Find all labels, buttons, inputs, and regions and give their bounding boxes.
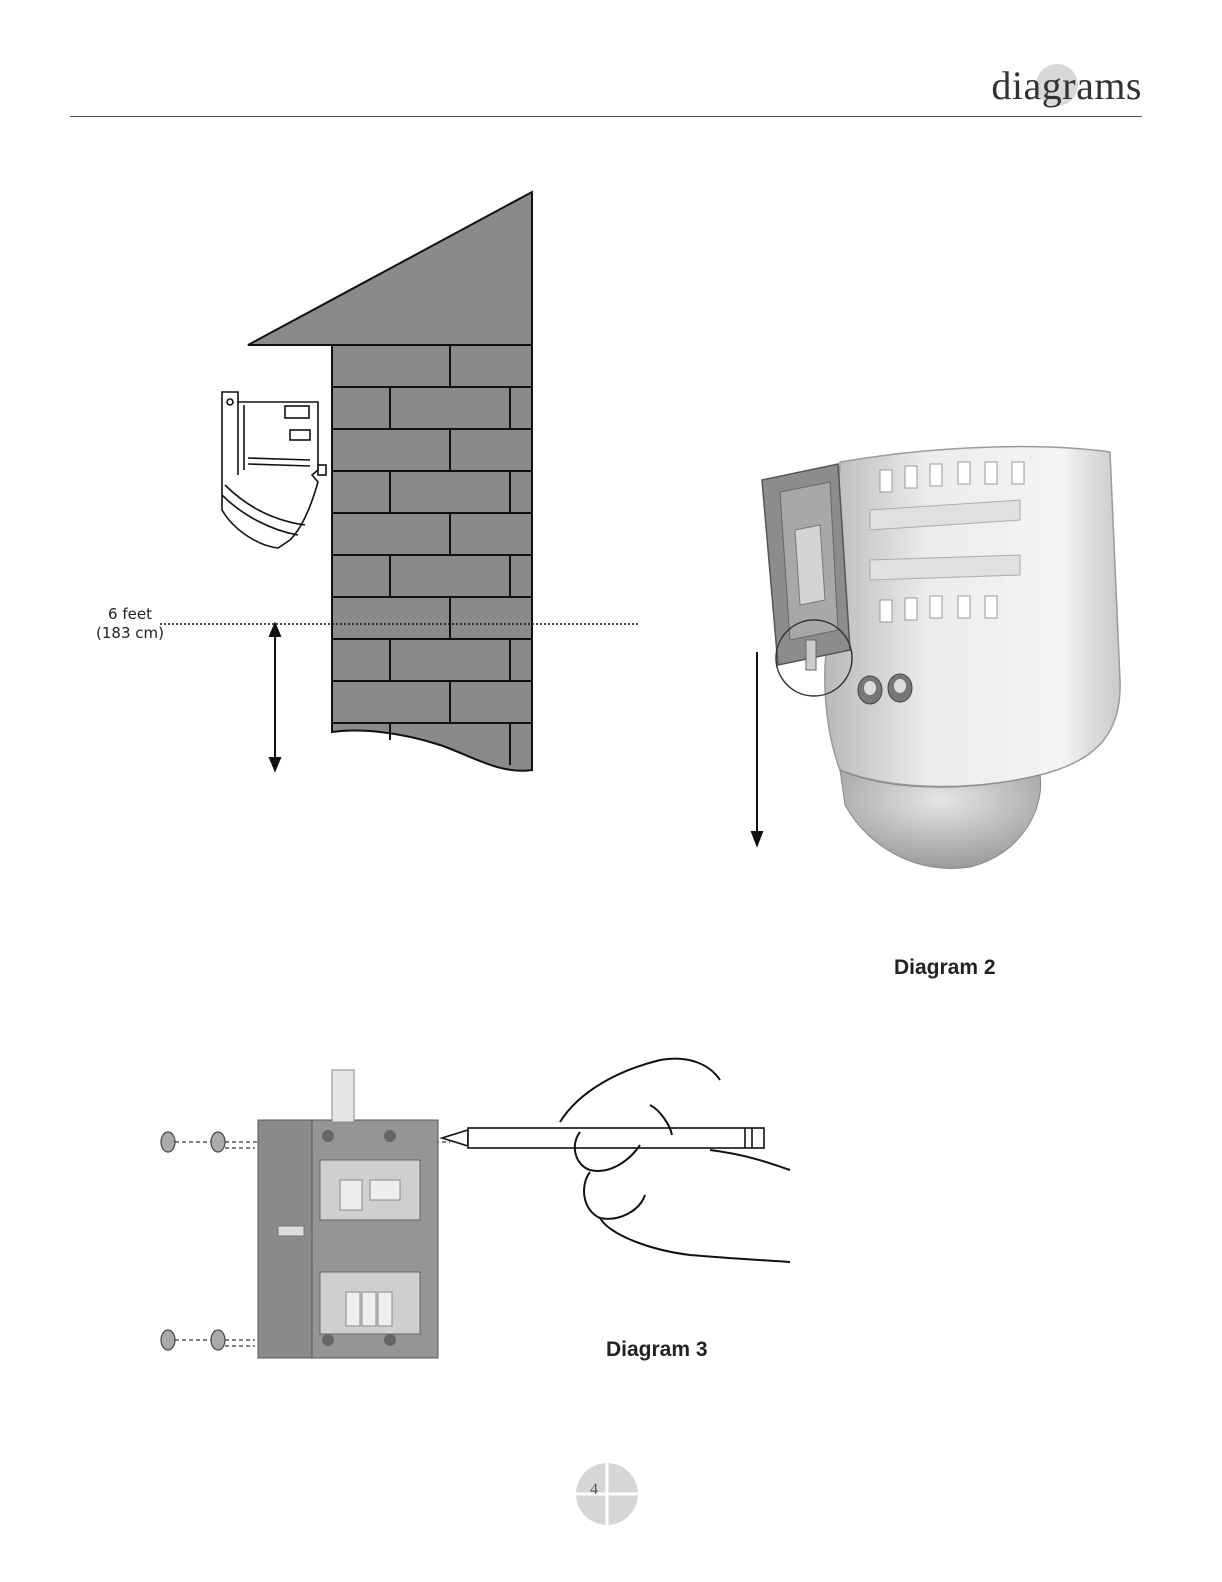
hand-holding-pencil (560, 1059, 790, 1262)
diagram-3-caption: Diagram 3 (606, 1338, 708, 1362)
page-number-badge: 4 (576, 1463, 638, 1525)
height-arrow (270, 624, 280, 770)
header-divider (70, 116, 1142, 117)
roof-shape (248, 192, 532, 345)
wall-anchors (161, 1132, 225, 1350)
height-label-feet: 6 feet (88, 605, 172, 624)
diagram-2-caption: Diagram 2 (894, 956, 996, 980)
light-fixture-side-view (222, 392, 326, 548)
bracket-block (258, 1070, 438, 1358)
removal-arrow (752, 652, 762, 845)
page-number: 4 (576, 1481, 612, 1499)
fixture-housing (825, 447, 1120, 787)
diagram-2-fixture-bracket (740, 430, 1140, 900)
section-title: diagrams (991, 62, 1142, 109)
brick-wall (332, 345, 532, 771)
height-label: 6 feet (183 cm) (88, 605, 172, 643)
height-label-cm: (183 cm) (88, 624, 172, 643)
diagram-3-bracket-marking (150, 1050, 800, 1370)
pencil (442, 1128, 764, 1148)
diagram-1-wall-mounting (60, 180, 660, 800)
